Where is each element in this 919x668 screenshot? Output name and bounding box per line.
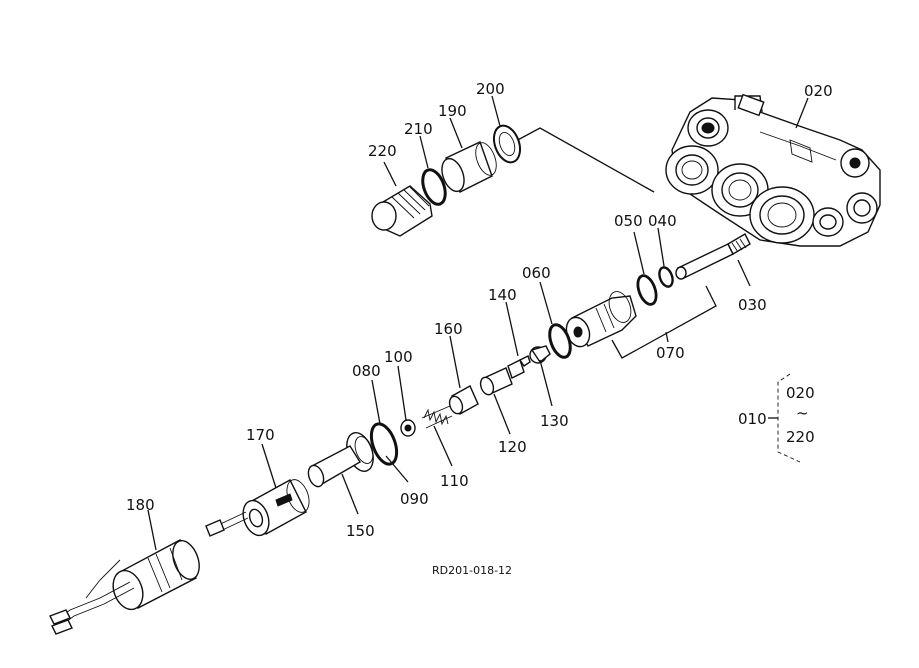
part-labels: 020 200 190 210 220 050 040 030 060 140 … (126, 80, 833, 540)
leader-lines (147, 95, 809, 551)
label-200: 200 (476, 80, 505, 98)
wire-connector (205, 511, 249, 537)
label-090: 090 (400, 490, 429, 508)
lock-nut-180 (112, 539, 200, 611)
label-180: 180 (126, 496, 155, 514)
label-140: 140 (488, 286, 517, 304)
label-190: 190 (438, 102, 467, 120)
range-bracket-010 (777, 373, 801, 463)
leader-line-200-to-body (513, 127, 655, 193)
label-range-bottom: 220 (786, 428, 815, 446)
plug-220 (371, 185, 433, 237)
plunger-150 (307, 445, 361, 488)
sleeve-190 (441, 141, 497, 193)
label-170: 170 (246, 426, 275, 444)
label-070: 070 (656, 344, 685, 362)
label-040: 040 (648, 212, 677, 230)
label-110: 110 (440, 472, 469, 490)
o-ring-040 (658, 266, 674, 288)
bracket-070 (611, 285, 717, 359)
rod-030 (675, 233, 751, 280)
label-range-top: 020 (786, 384, 815, 402)
reference-code: RD201-018-12 (432, 564, 512, 577)
label-120: 120 (498, 438, 527, 456)
o-ring-210 (421, 168, 447, 206)
valve-seat-070 (565, 291, 637, 348)
label-160: 160 (434, 320, 463, 338)
lead-wires (49, 559, 135, 635)
leader-070 (665, 331, 669, 343)
o-ring-050 (636, 274, 658, 306)
label-210: 210 (404, 120, 433, 138)
label-080: 080 (352, 362, 381, 380)
piston-120 (479, 367, 513, 396)
label-020: 020 (804, 82, 833, 100)
washer-200 (492, 124, 522, 164)
o-ring-080 (369, 422, 399, 466)
label-range-sep: ~ (796, 404, 809, 422)
label-100: 100 (384, 348, 413, 366)
ball-130 (529, 345, 551, 364)
spring-110 (421, 405, 453, 429)
label-220: 220 (368, 142, 397, 160)
valve-body-020 (665, 93, 881, 247)
label-030: 030 (738, 296, 767, 314)
label-010: 010 (738, 410, 767, 428)
solenoid-coil-170 (242, 479, 310, 537)
label-150: 150 (346, 522, 375, 540)
nut-100 (400, 419, 416, 437)
o-ring-060 (548, 323, 572, 359)
label-050: 050 (614, 212, 643, 230)
label-060: 060 (522, 264, 551, 282)
poppet-140 (507, 355, 531, 379)
label-130: 130 (540, 412, 569, 430)
sleeve-160 (448, 385, 479, 415)
